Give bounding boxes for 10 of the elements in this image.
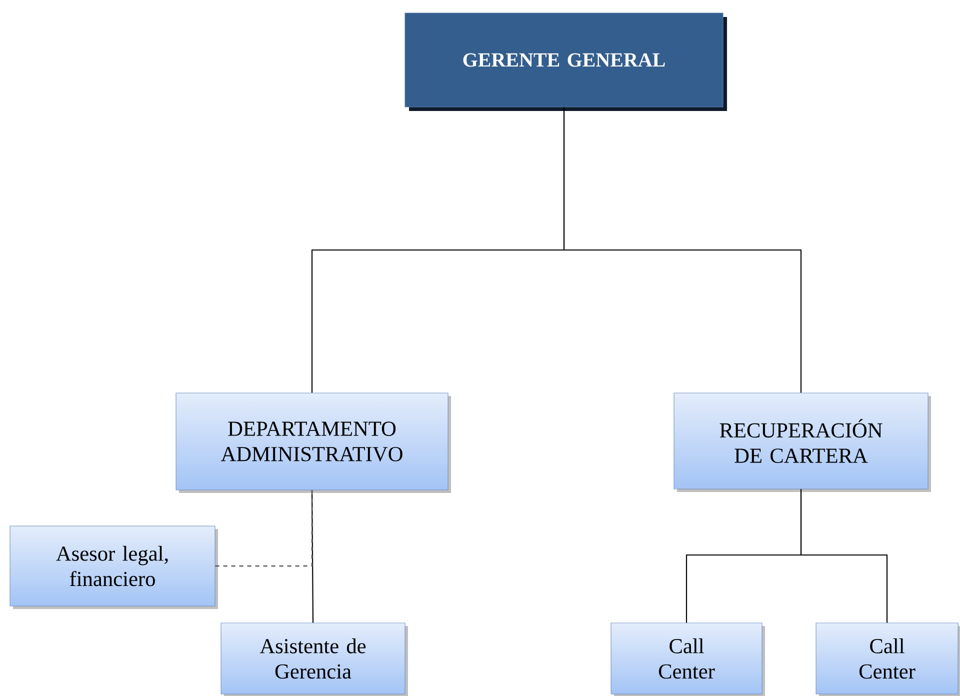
org-box: Asesor legal, financiero: [10, 526, 218, 609]
org-box: Call Center: [816, 622, 960, 696]
connector-line: [563, 107, 802, 393]
title-box: GERENTE GENERAL: [404, 12, 727, 111]
org-box: Call Center: [610, 622, 765, 696]
org-box: RECUPERACIÓN DE CARTERA: [674, 392, 931, 492]
org-box: DEPARTAMENTO ADMINISTRATIVO: [176, 392, 451, 493]
connector-line: [215, 490, 313, 567]
connector-line: [800, 489, 888, 623]
org-box: Asistente de Gerencia: [220, 622, 408, 696]
